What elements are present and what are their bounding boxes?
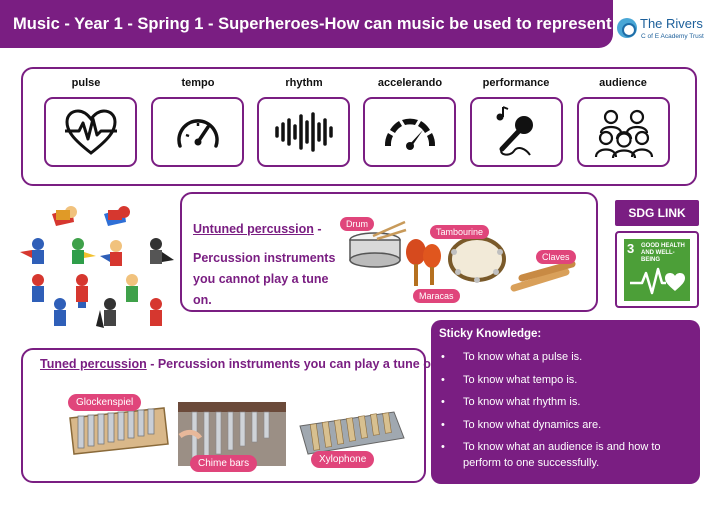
superheroes-illustration [20,206,174,328]
vocab-card-pulse [44,97,137,167]
tambourine-image [448,236,506,283]
untuned-heading-row: Untuned percussion - [193,222,322,236]
hero-4 [72,238,96,264]
vocab-label-audience: audience [599,77,647,89]
maracas-image [406,239,441,286]
label-drum: Drum [340,217,374,231]
tuned-heading-row: Tuned percussion - Percussion instrument… [40,357,442,371]
vocab-label-tempo: tempo [181,77,215,89]
list-item: To know what an audience is and how to p… [441,439,693,471]
label-claves: Claves [536,250,576,264]
trust-logo: The Rivers C of E Academy Trust [617,16,715,46]
hero-5 [100,240,122,266]
list-item: To know what tempo is. [441,372,693,388]
label-maracas: Maracas [413,289,460,303]
speedometer-icon [176,119,219,148]
hero-6 [150,238,174,264]
hero-10 [54,298,66,326]
vocab-label-pulse: pulse [71,77,101,89]
list-item: To know what a pulse is. [441,349,693,365]
vocab-label-accelerando: accelerando [377,77,443,89]
sticky-knowledge-heading: Sticky Knowledge: [439,328,542,340]
label-xylophone: Xylophone [311,451,375,468]
untuned-heading: Untuned percussion [193,222,314,236]
vocab-card-accelerando [363,97,456,167]
heartbeat-heart-icon [630,267,685,295]
sdg-goal-title: GOOD HEALTH AND WELL-BEING [641,243,685,263]
logo-name: The Rivers [640,16,703,31]
sticky-knowledge-list: To know what a pulse is. To know what te… [441,349,693,478]
microphone-icon [496,106,533,156]
untuned-description: Percussion instruments you cannot play a… [193,251,336,307]
untuned-percussion-panel [180,192,598,312]
hero-1 [52,206,77,226]
drum-image [349,220,407,268]
audience-icon [594,109,653,159]
label-glockenspiel: Glockenspiel [68,394,142,411]
hero-2 [104,206,130,226]
vocabulary-panel [21,67,697,186]
tuned-description: Percussion instruments you can play a tu… [157,357,442,371]
page-title: Music - Year 1 - Spring 1 - Superheroes-… [0,0,715,48]
vocab-label-performance: performance [482,77,550,89]
sticky-knowledge-panel: Sticky Knowledge: To know what a pulse i… [431,320,700,484]
vocab-card-audience [577,97,670,167]
label-tambourine: Tambourine [430,225,490,239]
hero-7 [32,274,44,302]
logo-mark-icon [617,18,637,38]
label-chime-bars: Chime bars [190,455,258,472]
vocab-label-rhythm: rhythm [285,77,323,89]
vocab-card-rhythm [257,97,350,167]
hero-11 [96,298,116,328]
xylophone-image [299,411,405,455]
heartbeat-icon [64,109,117,155]
gauge-accelerating-icon [384,118,435,150]
hero-3 [20,238,44,264]
soundwave-icon [274,112,333,152]
tuned-heading: Tuned percussion [40,357,147,371]
sdg-frame: 3 GOOD HEALTH AND WELL-BEING [615,231,699,308]
list-item: To know what rhythm is. [441,394,693,410]
sdg-goal-number: 3 [627,241,635,256]
sdg-goal-tile: 3 GOOD HEALTH AND WELL-BEING [624,239,690,301]
vocab-card-tempo [151,97,244,167]
claves-image [510,260,576,292]
tuned-percussion-panel [21,348,426,483]
hero-12 [150,298,162,326]
hero-8 [76,274,88,308]
list-item: To know what dynamics are. [441,417,693,433]
logo-subtitle: C of E Academy Trust [641,33,704,40]
sdg-link-label: SDG LINK [615,200,699,226]
vocab-card-performance [470,97,563,167]
hero-9 [126,274,138,302]
glockenspiel-image [69,407,169,455]
